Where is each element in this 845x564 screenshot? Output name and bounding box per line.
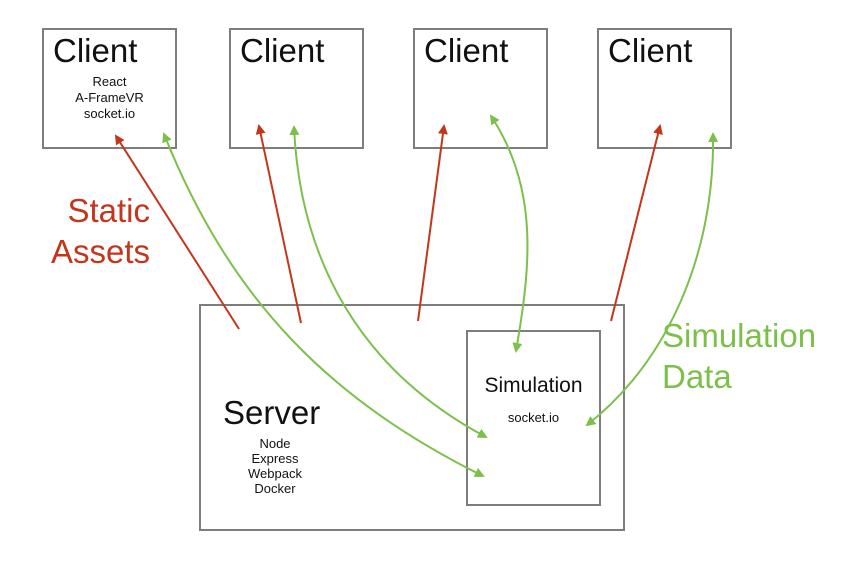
client-title: Client — [240, 32, 325, 69]
static-assets-label-line: Assets — [50, 233, 150, 270]
static-asset-arrow — [417, 124, 448, 322]
client-box-1: Client React A-FrameVR socket.io — [42, 28, 177, 149]
static-asset-arrow — [610, 124, 663, 322]
client-title: Client — [608, 32, 693, 69]
simulation-box: Simulation socket.io — [466, 330, 601, 506]
simulation-data-arrow — [585, 132, 719, 427]
simulation-data-arrow — [289, 125, 488, 438]
static-asset-arrow — [255, 124, 302, 324]
client-title: Client — [424, 32, 509, 69]
server-stack-item: Docker — [254, 481, 296, 496]
client-stack-item: socket.io — [83, 106, 136, 121]
simulation-subtitle: socket.io — [507, 410, 560, 425]
static-assets-label: Static Assets — [30, 190, 150, 272]
client-title: Client — [53, 32, 138, 69]
client-stack-item: React — [92, 74, 127, 89]
simulation-data-arrow — [489, 114, 529, 353]
static-assets-label-line: Static — [67, 192, 150, 229]
client-stack: React A-FrameVR socket.io — [44, 74, 175, 122]
simulation-title: Simulation — [484, 374, 583, 397]
client-stack-item: A-FrameVR — [75, 90, 144, 105]
